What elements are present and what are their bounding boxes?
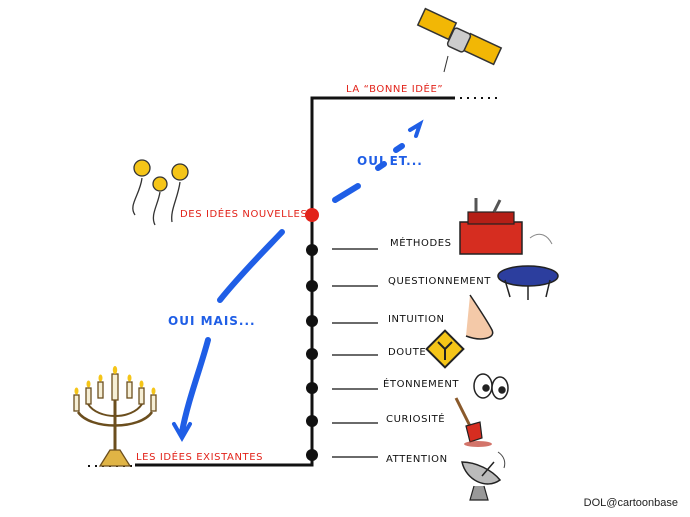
surprised-eyes-icon — [473, 373, 509, 400]
step-underlines — [332, 248, 378, 458]
yes-and-arrow — [332, 119, 424, 203]
step-label-methods: MÉTHODES — [390, 238, 452, 249]
trampoline-icon — [497, 265, 559, 300]
step-label-intuition: INTUITION — [388, 314, 445, 325]
step-dots — [306, 244, 318, 461]
lightbulbs-icon — [132, 159, 189, 226]
candelabra-icon — [73, 366, 157, 467]
yes-but-arrow — [172, 229, 285, 443]
step-label-astonishment: ÉTONNEMENT — [383, 379, 460, 390]
satellite-icon — [416, 7, 503, 73]
new-ideas-label: DES IDÉES NOUVELLES — [180, 209, 308, 220]
step-label-questioning: QUESTIONNEMENT — [388, 276, 491, 287]
new-ideas-dot — [305, 208, 319, 222]
credit-text: DOL@cartoonbase — [583, 497, 678, 509]
existing-ideas-label: LES IDÉES EXISTANTES — [136, 452, 264, 463]
step-label-attention: ATTENTION — [386, 454, 448, 465]
yes-but-label: OUI MAIS... — [168, 314, 256, 328]
top-label: LA “BONNE IDÉE” — [346, 84, 444, 95]
step-label-curiosity: CURIOSITÉ — [386, 414, 446, 425]
step-label-doubt: DOUTE — [388, 347, 427, 358]
toolbox-icon — [459, 198, 553, 255]
nose-icon — [465, 294, 494, 340]
shovel-icon — [454, 397, 492, 447]
crossroads-sign-icon — [425, 329, 465, 369]
yes-and-label: OUI ET... — [357, 154, 423, 168]
satellite-dish-icon — [461, 451, 506, 501]
